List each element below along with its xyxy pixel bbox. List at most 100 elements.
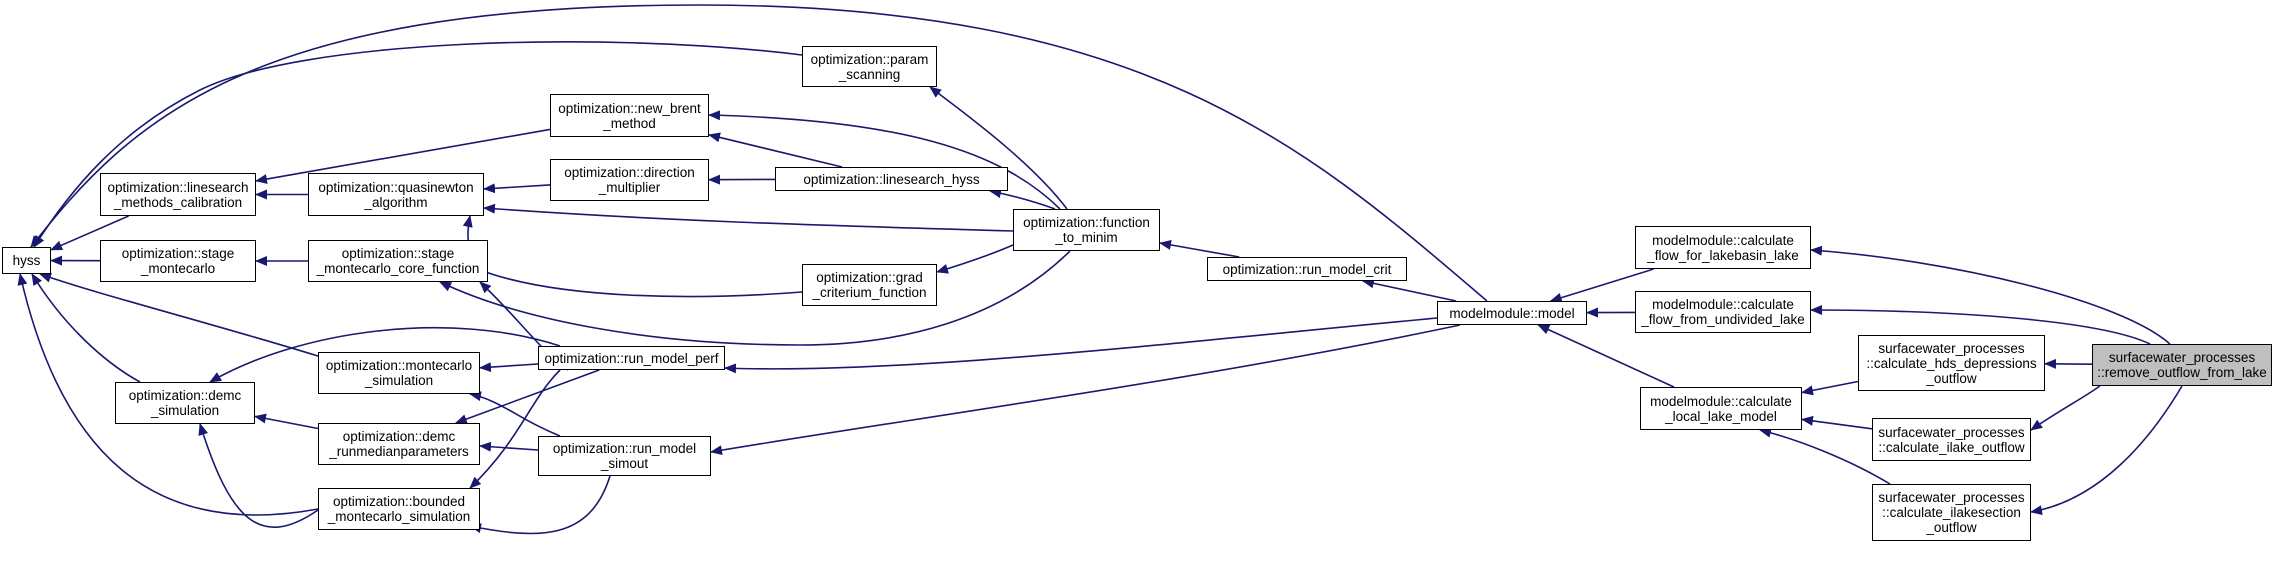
node-label-line: optimization::function <box>1023 215 1150 230</box>
edge-run_model_crit-to-func_minim <box>1159 239 1240 258</box>
edge-run_model_perf-to-demc_sim <box>209 326 561 383</box>
edge-calc_local_lake-to-model <box>1537 324 1675 388</box>
edge-param_scan-to-hyss <box>33 41 803 248</box>
node-label-line: optimization::linesearch <box>107 179 249 195</box>
edge-bounded_mc-to-hyss <box>17 273 319 516</box>
node-calc-local-lake[interactable]: modelmodule::calculate_local_lake_model <box>1640 387 1802 430</box>
edge-model-to-run_model_crit <box>1361 278 1457 302</box>
node-label-line: optimization::stage <box>341 246 455 261</box>
node-label-line: surfacewater_processes <box>2108 350 2256 365</box>
node-calc-lakebasin[interactable]: modelmodule::calculate_flow_for_lakebasi… <box>1635 226 1811 269</box>
edge-func_minim-to-quasinewton <box>483 203 1014 232</box>
node-label-line: _outflow <box>1926 370 1977 386</box>
node-label-line: _method <box>603 115 656 131</box>
node-label-line: optimization::param <box>810 51 929 67</box>
node-calc-undivided[interactable]: modelmodule::calculate_flow_from_undivid… <box>1635 291 1811 333</box>
node-run-model-crit[interactable]: optimization::run_model_crit <box>1207 257 1407 281</box>
node-label-line: modelmodule::calculate <box>1650 393 1792 409</box>
edge-run_model_perf-to-mc_sim <box>479 362 539 373</box>
node-mc-sim[interactable]: optimization::montecarlo_simulation <box>318 352 480 394</box>
node-label-line: _montecarlo_simulation <box>327 509 471 524</box>
node-label-line: _flow_from_undivided_lake <box>1641 312 1805 327</box>
node-label-line: _scanning <box>838 66 901 82</box>
edge-func_minim-to-stage_mc_core <box>439 250 1071 346</box>
node-label-line: _to_minim <box>1055 230 1118 245</box>
edge-func_minim-to-param_scan <box>929 86 1068 210</box>
node-label-line: _local_lake_model <box>1665 408 1777 424</box>
node-label-line: optimization::stage <box>121 246 235 261</box>
node-label-line: surfacewater_processes <box>1878 424 2025 440</box>
node-label-line: surfacewater_processes <box>1878 490 2025 505</box>
node-label-line: optimization::montecarlo <box>325 358 473 373</box>
edge-layer <box>17 4 2183 535</box>
node-label-line: optimization::demc <box>342 429 456 444</box>
node-run-model-simout[interactable]: optimization::run_model_simout <box>538 436 711 476</box>
edge-calc_ilake-to-calc_local_lake <box>1801 415 1873 430</box>
node-quasinewton[interactable]: optimization::quasinewton_algorithm <box>308 173 484 216</box>
node-stage-mc[interactable]: optimization::stage_montecarlo <box>100 240 256 282</box>
node-label-line: ::remove_outflow_from_lake <box>2097 365 2267 380</box>
node-param-scan[interactable]: optimization::param_scanning <box>802 46 937 87</box>
edge-model-to-run_model_perf <box>724 317 1438 374</box>
node-label-line: optimization::demc <box>128 388 242 403</box>
edge-model-to-run_model_simout <box>710 324 1461 456</box>
node-label-line: _simulation <box>364 373 434 388</box>
node-label-line: _criterium_function <box>812 285 927 300</box>
node-label-line: _methods_calibration <box>113 194 243 210</box>
edge-mc_sim-to-hyss <box>39 272 319 357</box>
node-remove-outflow: surfacewater_processes::remove_outflow_f… <box>2092 344 2272 386</box>
node-new-brent[interactable]: optimization::new_brent_method <box>550 94 709 137</box>
node-label-line: ::calculate_hds_depressions <box>1866 355 2037 371</box>
node-label-line: modelmodule::calculate <box>1652 297 1794 312</box>
node-hyss[interactable]: hyss <box>2 247 51 274</box>
edge-remove_outflow-to-calc_lakebasin <box>1810 245 2171 345</box>
node-label-line: _outflow <box>1926 520 1977 535</box>
node-label-line: optimization::grad <box>816 270 923 285</box>
node-label-line: optimization::bounded <box>332 494 466 509</box>
node-label-line: ::calculate_ilake_outflow <box>1878 439 2025 455</box>
edge-demc_run-to-demc_sim <box>254 413 319 430</box>
node-ls-hyss[interactable]: optimization::linesearch_hyss <box>775 167 1008 191</box>
node-bounded-mc[interactable]: optimization::bounded_montecarlo_simulat… <box>318 488 480 530</box>
edge-remove_outflow-to-calc_ilakesection <box>2030 385 2183 516</box>
node-stage-mc-core[interactable]: optimization::stage_montecarlo_core_func… <box>308 240 488 282</box>
node-label-line: _flow_for_lakebasin_lake <box>1647 247 1799 263</box>
node-label-line: optimization::quasinewton <box>318 179 474 195</box>
edge-run_model_simout-to-demc_run <box>479 441 539 452</box>
edge-ls_methods-to-hyss <box>50 215 129 251</box>
edge-remove_outflow-to-calc_ilake <box>2030 385 2101 431</box>
edge-func_minim-to-new_brent <box>708 110 1061 210</box>
node-direction[interactable]: optimization::direction_multiplier <box>550 159 709 201</box>
node-label-line: modelmodule::model <box>1449 305 1575 321</box>
edge-calc_ilakesection-to-calc_local_lake <box>1759 427 1891 485</box>
edge-func_minim-to-ls_hyss <box>989 188 1056 210</box>
node-label-line: _algorithm <box>364 194 428 210</box>
node-label-line: _montecarlo_core_function <box>316 261 480 276</box>
node-calc-ilakesection[interactable]: surfacewater_processes::calculate_ilakes… <box>1872 484 2031 541</box>
node-calc-ilake[interactable]: surfacewater_processes::calculate_ilake_… <box>1872 418 2031 461</box>
node-run-model-perf[interactable]: optimization::run_model_perf <box>538 346 725 370</box>
node-ls-methods[interactable]: optimization::linesearch_methods_calibra… <box>100 173 256 216</box>
edge-func_minim-to-grad <box>936 244 1014 274</box>
node-demc-sim[interactable]: optimization::demc_simulation <box>115 382 255 424</box>
edge-run_model_perf-to-bounded_mc <box>469 369 561 489</box>
node-label-line: optimization::run_model_perf <box>544 350 719 366</box>
node-label-line: optimization::run_model <box>552 441 697 456</box>
edge-demc_sim-to-hyss <box>31 273 141 383</box>
node-label-line: optimization::new_brent <box>558 100 701 116</box>
edge-bounded_mc-to-demc_sim <box>198 423 319 528</box>
node-label-line: _runmedianparameters <box>329 444 469 459</box>
edge-remove_outflow-to-calc_undivided <box>1810 305 2151 345</box>
node-label-line: _simout <box>600 456 649 471</box>
edge-run_model_simout-to-bounded_mc <box>469 475 611 535</box>
node-demc-run[interactable]: optimization::demc_runmedianparameters <box>318 423 480 465</box>
node-func-minim[interactable]: optimization::function_to_minim <box>1013 209 1160 251</box>
edge-model-to-hyss <box>30 4 1488 302</box>
edge-calc_lakebasin-to-model <box>1549 268 1654 303</box>
node-model[interactable]: modelmodule::model <box>1437 301 1587 325</box>
node-grad[interactable]: optimization::grad_criterium_function <box>802 264 937 306</box>
node-calc-hds[interactable]: surfacewater_processes::calculate_hds_de… <box>1858 335 2045 391</box>
edge-run_model_simout-to-mc_sim <box>469 391 561 437</box>
node-label-line: hyss <box>12 253 41 268</box>
